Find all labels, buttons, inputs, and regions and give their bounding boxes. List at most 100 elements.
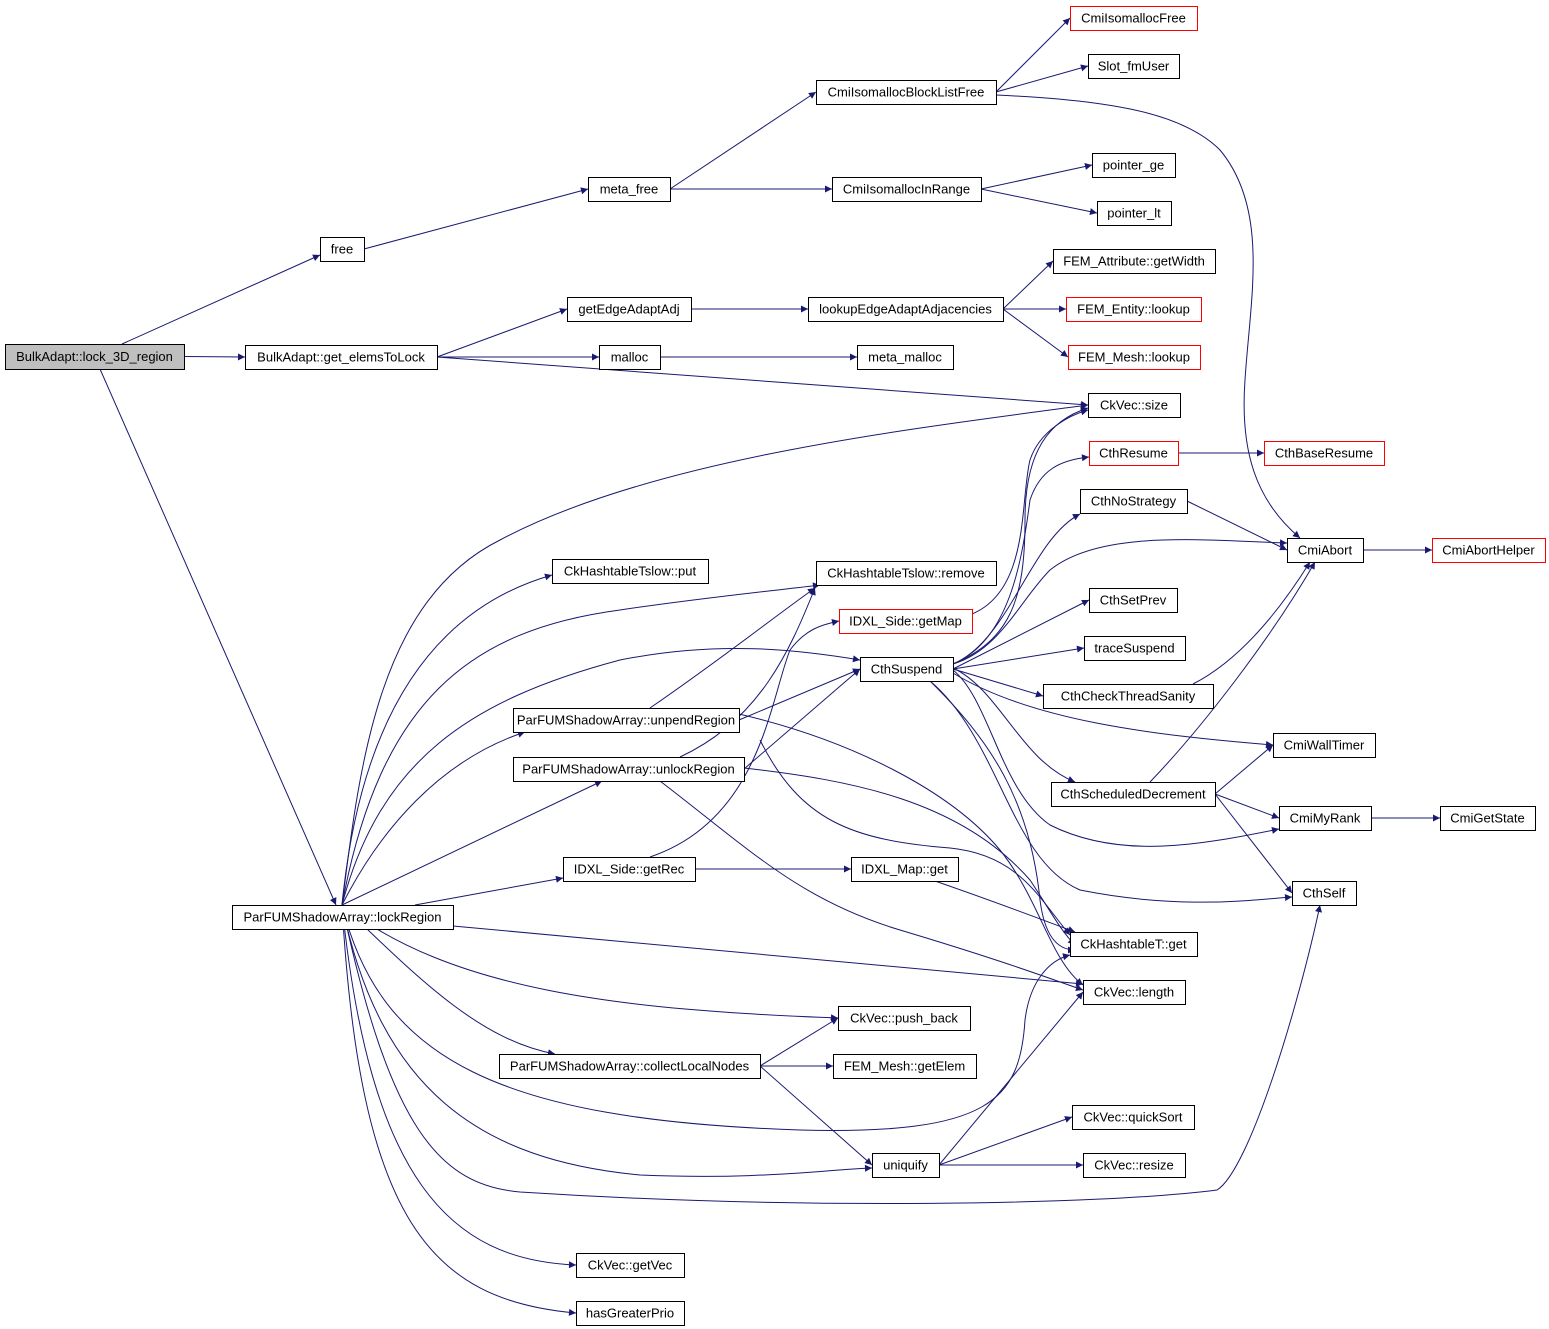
edge-lookupEdge-to-getWidth (1002, 260, 1054, 310)
node-trace-suspend[interactable]: traceSuspend (1084, 636, 1186, 661)
node-cmi-abort-helper[interactable]: CmiAbortHelper (1432, 538, 1546, 563)
node-label: FEM_Mesh::lookup (1078, 350, 1190, 365)
edge-cthSuspend-to-myRank (952, 669, 1280, 847)
node-collect[interactable]: ParFUMShadowArray::collectLocalNodes (499, 1054, 761, 1079)
node-in-range[interactable]: CmiIsomallocInRange (832, 177, 982, 202)
node-iso-free[interactable]: CmiIsomallocFree (1070, 6, 1198, 31)
edge-arrow (759, 739, 1071, 936)
node-unpend[interactable]: ParFUMShadowArray::unpendRegion (513, 708, 740, 733)
node-label: meta_free (600, 182, 659, 197)
node-free[interactable]: free (320, 237, 365, 262)
edge-cthSuspend-to-htGet (929, 680, 1076, 954)
node-sched-dec[interactable]: CthScheduledDecrement (1051, 782, 1216, 807)
edge-unlock-to-vecLength (659, 780, 1084, 991)
node-box (839, 609, 973, 634)
node-box (1264, 441, 1385, 466)
node-entity-lookup[interactable]: FEM_Entity::lookup (1066, 297, 1202, 322)
node-label: CmiIsomallocFree (1081, 11, 1186, 26)
edge-lock3d-to-lockRegion (99, 368, 337, 906)
node-get-elem[interactable]: FEM_Mesh::getElem (833, 1054, 977, 1079)
node-cth-self[interactable]: CthSelf (1292, 881, 1357, 906)
node-get-map[interactable]: IDXL_Side::getMap (839, 609, 973, 634)
node-vec-length[interactable]: CkVec::length (1083, 980, 1186, 1005)
node-get-state[interactable]: CmiGetState (1440, 806, 1536, 831)
node-label: hasGreaterPrio (586, 1306, 674, 1321)
edge-arrow (952, 599, 1090, 670)
node-slot-fm[interactable]: Slot_fmUser (1088, 54, 1180, 79)
edge-arrow (1186, 500, 1288, 551)
edge-arrow (341, 647, 861, 906)
node-meta-malloc[interactable]: meta_malloc (857, 345, 954, 370)
edge-getMap-to-vecSize (971, 408, 1089, 615)
node-box (808, 297, 1004, 322)
node-ht-remove[interactable]: CkHashtableTslow::remove (816, 561, 997, 586)
node-cth-resume[interactable]: CthResume (1089, 441, 1179, 466)
edge-arrow (1214, 793, 1293, 894)
edge-arrow (341, 582, 821, 906)
edge-inRange-to-ptrGe (980, 163, 1093, 190)
node-check-sanity[interactable]: CthCheckThreadSanity (1043, 684, 1214, 709)
node-get-vec[interactable]: CkVec::getVec (576, 1253, 685, 1278)
edge-lockRegion-to-unlock (341, 780, 603, 906)
node-box (1089, 588, 1178, 613)
edge-getElems-to-getEdge (436, 308, 568, 358)
node-get-edge[interactable]: getEdgeAdaptAdj (567, 297, 692, 322)
node-resize[interactable]: CkVec::resize (1083, 1153, 1186, 1178)
node-greater-prio[interactable]: hasGreaterPrio (576, 1301, 685, 1326)
node-ptr-ge[interactable]: pointer_ge (1092, 153, 1176, 178)
node-label: malloc (611, 350, 649, 365)
edge-arrow (938, 1116, 1073, 1166)
node-cmi-abort[interactable]: CmiAbort (1287, 538, 1364, 563)
node-get-elems[interactable]: BulkAdapt::get_elemsToLock (245, 345, 438, 370)
node-label: CmiGetState (1450, 811, 1524, 826)
edge-arrow (649, 619, 840, 858)
node-my-rank[interactable]: CmiMyRank (1279, 806, 1372, 831)
node-cth-no-strategy[interactable]: CthNoStrategy (1080, 489, 1188, 514)
node-cth-base-resume[interactable]: CthBaseResume (1264, 441, 1385, 466)
edge-lockRegion-to-getVec (341, 904, 577, 1269)
node-label: CthScheduledDecrement (1060, 787, 1206, 802)
edge-unlock-to-htRemove (679, 587, 816, 758)
edge-arrow (121, 254, 321, 345)
node-push-back[interactable]: CkVec::push_back (838, 1006, 971, 1031)
node-box (1088, 393, 1181, 418)
edge-arrow (1214, 744, 1274, 795)
node-map-get[interactable]: IDXL_Map::get (851, 857, 959, 882)
node-wall-timer[interactable]: CmiWallTimer (1273, 733, 1376, 758)
node-box (1066, 297, 1202, 322)
edge-arrow (99, 368, 337, 906)
node-ht-get[interactable]: CkHashtableT::get (1070, 932, 1198, 957)
node-label: CmiAbort (1298, 543, 1353, 558)
node-label: CthSuspend (871, 662, 943, 677)
edge-lockRegion-to-getRec (414, 875, 564, 906)
node-ht-put[interactable]: CkHashtableTslow::put (552, 559, 709, 584)
node-ptr-lt[interactable]: pointer_lt (1097, 201, 1172, 226)
node-mesh-lookup[interactable]: FEM_Mesh::lookup (1068, 345, 1201, 370)
node-cth-suspend[interactable]: CthSuspend (860, 657, 954, 682)
edge-arrow (971, 408, 1089, 615)
node-lock3d[interactable]: BulkAdapt::lock_3D_region (5, 344, 185, 370)
node-uniquify[interactable]: uniquify (872, 1153, 940, 1178)
edge-arrow (952, 406, 1089, 665)
node-block-list-free[interactable]: CmiIsomallocBlockListFree (816, 80, 997, 105)
node-box (872, 1153, 940, 1178)
node-meta-free[interactable]: meta_free (588, 177, 671, 202)
node-lookup-edge[interactable]: lookupEdgeAdaptAdjacencies (808, 297, 1004, 322)
node-box (5, 344, 185, 370)
node-label: CmiIsomallocInRange (843, 182, 970, 197)
node-vec-size[interactable]: CkVec::size (1088, 393, 1181, 418)
node-unlock[interactable]: ParFUMShadowArray::unlockRegion (513, 757, 745, 782)
node-quick-sort[interactable]: CkVec::quickSort (1072, 1105, 1195, 1130)
node-malloc[interactable]: malloc (599, 345, 661, 370)
edge-cthSuspend-to-cthNoStrategy (952, 513, 1081, 665)
node-get-width[interactable]: FEM_Attribute::getWidth (1053, 249, 1216, 274)
edge-lockRegion-to-pushBack (341, 904, 839, 1022)
edge-unlock-to-htGet (743, 767, 1076, 946)
node-box (1053, 249, 1216, 274)
node-box (1440, 806, 1536, 831)
node-cth-set-prev[interactable]: CthSetPrev (1089, 588, 1178, 613)
edge-arrow (183, 353, 246, 361)
node-lock-region[interactable]: ParFUMShadowArray::lockRegion (232, 905, 454, 930)
node-get-rec[interactable]: IDXL_Side::getRec (563, 857, 696, 882)
node-box (851, 857, 959, 882)
